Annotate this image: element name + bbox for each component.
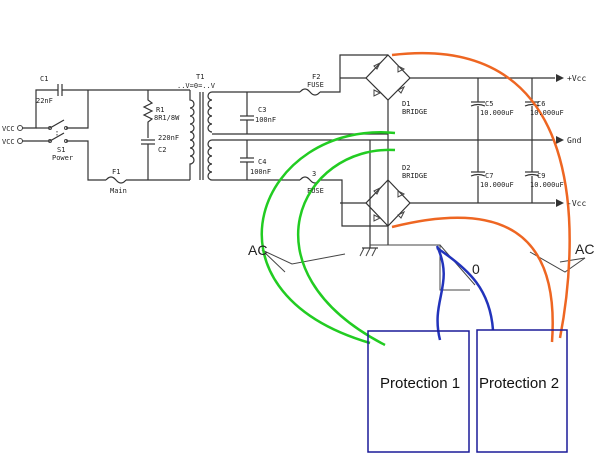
label-f1: F1	[112, 168, 120, 176]
blue-wire-2	[436, 246, 495, 331]
green-wire-1	[260, 131, 396, 345]
label-c3: C3	[258, 106, 266, 114]
label-zero: 0	[472, 261, 480, 277]
bridge-d1	[340, 54, 564, 245]
label-vcc-top: VCC	[2, 125, 15, 133]
label-c4-value: 100nF	[250, 168, 271, 176]
label-fuse-top: FUSE	[307, 81, 324, 89]
label-c1-value: 22nF	[36, 97, 53, 105]
vcc-terminal-top	[17, 125, 23, 131]
label-pos-vcc: +Vcc	[567, 74, 586, 83]
label-c9-value: 10.000uF	[530, 181, 564, 189]
overlay-wires	[260, 51, 571, 347]
orange-wire-2	[391, 216, 554, 343]
bridge-d2	[340, 179, 564, 227]
label-f3: 3	[312, 170, 316, 178]
ground-symbol	[359, 140, 476, 291]
label-r1-value: 8R1/8W	[154, 114, 180, 122]
label-c6-value: 10.000uF	[530, 109, 564, 117]
label-c7: C7	[485, 172, 493, 180]
label-c2: C2	[158, 146, 166, 154]
label-d1-bridge: BRIDGE	[402, 108, 427, 116]
label-c5-value: 10.000uF	[480, 109, 514, 117]
label-d2: D2	[402, 164, 410, 172]
label-d2-bridge: BRIDGE	[402, 172, 427, 180]
ac-annotation-lines	[261, 249, 586, 273]
label-f2: F2	[312, 73, 320, 81]
switch-s1-bottom	[49, 132, 65, 142]
input-section	[17, 84, 190, 184]
protection-1-label: Protection 1	[380, 375, 460, 392]
orange-wire-1	[391, 51, 571, 339]
label-d1: D1	[402, 100, 410, 108]
switch-s1-top	[49, 119, 65, 129]
label-ac-left: AC	[248, 242, 267, 258]
protection-2-box	[476, 329, 568, 453]
label-fuse-bottom: FUSE	[307, 187, 324, 195]
label-c6: C6	[537, 100, 545, 108]
label-t1: T1	[196, 73, 204, 81]
capacitors-c3-c4	[240, 92, 254, 180]
label-c1: C1	[40, 75, 48, 83]
label-c5: C5	[485, 100, 493, 108]
label-r1: R1	[156, 106, 164, 114]
label-t1-taps: ..V=0=..V	[177, 82, 216, 90]
output-capacitors	[388, 78, 564, 203]
label-c9: C9	[537, 172, 545, 180]
label-s1: S1	[57, 146, 65, 154]
protection-2-label: Protection 2	[479, 375, 559, 392]
green-wire-2	[297, 148, 396, 347]
blue-wire-1	[435, 245, 445, 341]
label-gnd: Gnd	[567, 136, 582, 145]
label-c7-value: 10.000uF	[480, 181, 514, 189]
label-c4: C4	[258, 158, 266, 166]
label-power: Power	[52, 154, 73, 162]
label-neg-vcc: -Vcc	[567, 199, 586, 208]
label-c2-value: 220nF	[158, 134, 179, 142]
vcc-terminal-bottom	[17, 138, 23, 144]
label-vcc-bottom: VCC	[2, 138, 15, 146]
label-ac-right: AC	[575, 241, 594, 257]
label-main: Main	[110, 187, 127, 195]
protection-1-box	[367, 330, 470, 453]
label-c3-value: 100nF	[255, 116, 276, 124]
